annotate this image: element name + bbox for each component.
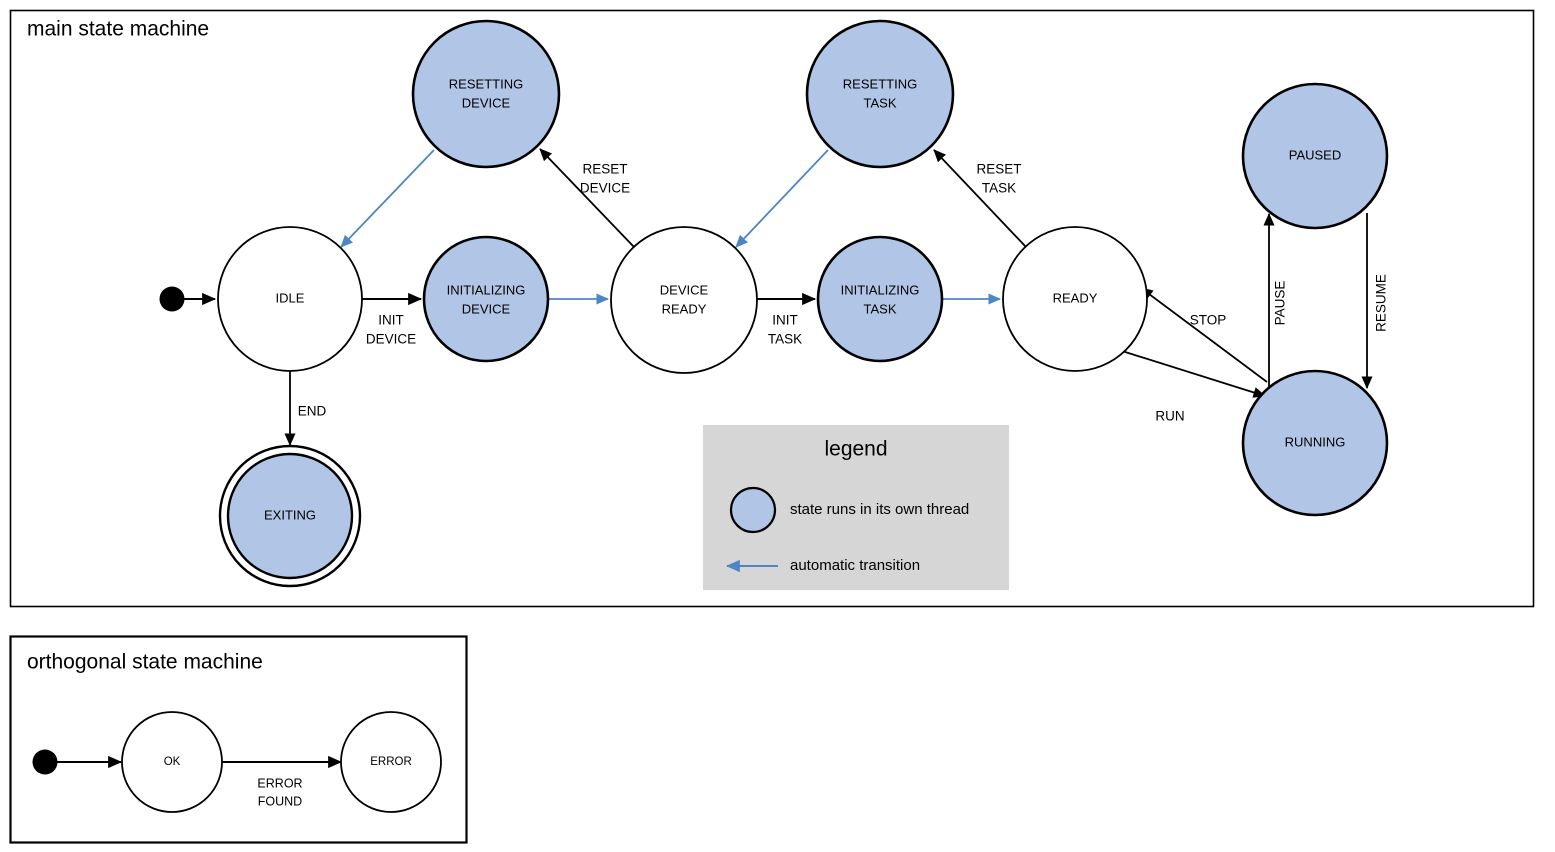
state-initializing-device[interactable]: INITIALIZING DEVICE <box>422 235 550 363</box>
label-pause: PAUSE <box>1273 281 1288 326</box>
state-paused[interactable]: PAUSED <box>1241 82 1389 230</box>
ortho-initial-state-dot <box>32 749 58 775</box>
label-init-device-line2: DEVICE <box>366 332 416 347</box>
legend: legend state runs in its own thread auto… <box>703 425 1009 590</box>
label-reset-task-line1: RESET <box>976 162 1021 177</box>
label-init-task-line1: INIT <box>772 313 798 328</box>
state-ready[interactable]: READY <box>1002 226 1148 372</box>
state-initializing-device-label-line1: INITIALIZING <box>447 282 526 297</box>
label-stop: STOP <box>1190 313 1227 328</box>
initial-state-dot <box>159 286 185 312</box>
label-end: END <box>298 404 327 419</box>
label-reset-device-line2: DEVICE <box>580 181 630 196</box>
label-error-found-line2: FOUND <box>258 794 302 808</box>
legend-thread-state-text: state runs in its own thread <box>790 501 969 518</box>
transition-running-to-paused: PAUSE <box>1263 212 1288 390</box>
transition-resetting-device-to-idle <box>340 149 435 248</box>
label-reset-device-line1: RESET <box>582 162 627 177</box>
state-initializing-device-label-line2: DEVICE <box>462 301 511 316</box>
state-ok[interactable]: OK <box>121 711 223 813</box>
state-running[interactable]: RUNNING <box>1241 369 1389 517</box>
state-ready-label: READY <box>1053 290 1098 305</box>
state-initializing-task-label-line1: INITIALIZING <box>841 282 920 297</box>
label-init-task-line2: TASK <box>768 332 802 347</box>
transition-resetting-task-to-device-ready <box>735 149 829 248</box>
transition-device-ready-to-resetting-device: RESET DEVICE <box>539 148 635 248</box>
state-idle[interactable]: IDLE <box>217 226 363 372</box>
legend-item-thread-state: state runs in its own thread <box>729 486 969 534</box>
label-init-device-line1: INIT <box>378 313 404 328</box>
state-idle-label: IDLE <box>276 290 305 305</box>
transition-idle-to-exiting: END <box>284 371 327 447</box>
state-paused-label: PAUSED <box>1289 147 1342 162</box>
state-device-ready[interactable]: DEVICE READY <box>610 226 758 374</box>
state-resetting-device[interactable]: RESETTING DEVICE <box>411 19 561 169</box>
transition-running-to-ready: STOP <box>1140 287 1268 383</box>
transition-ready-to-resetting-task: RESET TASK <box>933 149 1027 248</box>
label-error-found-line1: ERROR <box>257 776 302 790</box>
state-running-label: RUNNING <box>1285 434 1346 449</box>
state-device-ready-label-line2: READY <box>662 301 707 316</box>
legend-title: legend <box>824 438 887 461</box>
state-resetting-task-label-line2: TASK <box>864 95 897 110</box>
label-reset-task-line2: TASK <box>982 181 1016 196</box>
legend-thread-state-swatch-icon <box>729 486 777 534</box>
legend-item-auto-transition: automatic transition <box>725 557 920 574</box>
state-resetting-task[interactable]: RESETTING TASK <box>805 19 955 169</box>
transition-ortho-ok-to-error: ERROR FOUND <box>221 755 343 808</box>
state-device-ready-label-line1: DEVICE <box>660 282 709 297</box>
transition-ready-to-running: RUN <box>1121 350 1266 424</box>
state-ok-label: OK <box>164 756 181 768</box>
label-resume: RESUME <box>1374 274 1389 332</box>
state-error-label: ERROR <box>370 756 412 768</box>
transition-paused-to-running: RESUME <box>1361 213 1389 390</box>
legend-auto-transition-text: automatic transition <box>790 557 920 574</box>
state-resetting-device-label-line1: RESETTING <box>449 76 523 91</box>
state-resetting-task-label-line1: RESETTING <box>843 76 917 91</box>
state-exiting-label: EXITING <box>264 507 316 522</box>
label-run: RUN <box>1155 409 1184 424</box>
orthogonal-state-machine-title: orthogonal state machine <box>27 651 263 674</box>
transition-device-ready-to-initializing-task: INIT TASK <box>757 292 817 347</box>
state-resetting-device-label-line2: DEVICE <box>462 95 511 110</box>
transition-idle-to-initializing-device: INIT DEVICE <box>362 292 423 347</box>
state-error[interactable]: ERROR <box>340 711 442 813</box>
state-exiting[interactable]: EXITING <box>218 444 362 588</box>
state-initializing-task-label-line2: TASK <box>864 301 897 316</box>
main-state-machine-title: main state machine <box>27 18 209 41</box>
state-initializing-task[interactable]: INITIALIZING TASK <box>816 235 944 363</box>
